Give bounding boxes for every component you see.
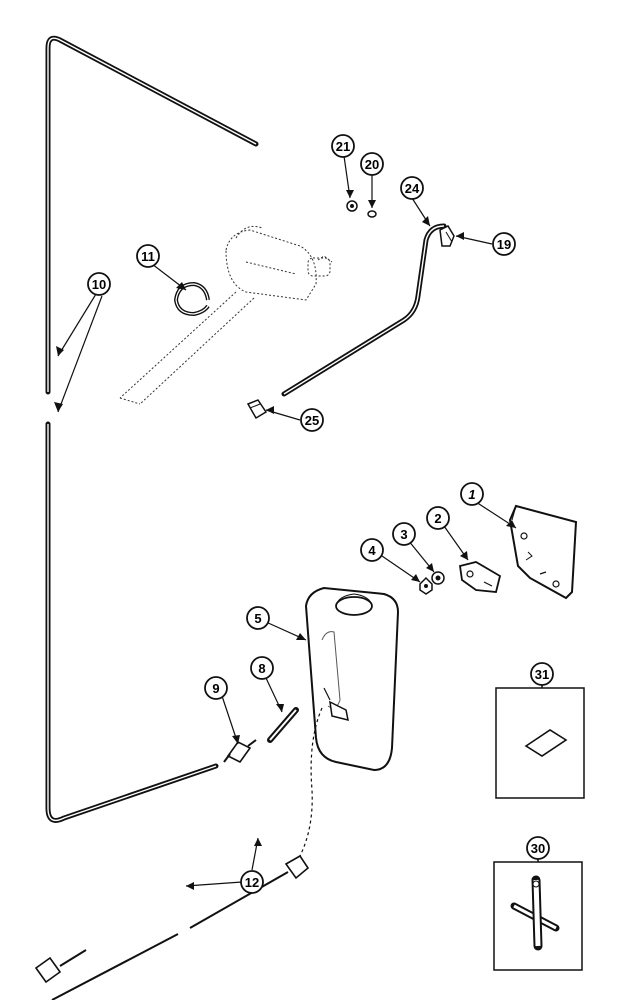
- clamp-ring-11: [173, 281, 210, 317]
- callout-2: 2: [426, 506, 450, 530]
- callout-2-label: 2: [434, 511, 441, 526]
- callout-4-label: 4: [368, 543, 376, 558]
- callout-4: 4: [360, 538, 384, 562]
- callout-30: 30: [526, 836, 550, 862]
- callout-19: 19: [492, 232, 516, 256]
- callout-3-label: 3: [400, 527, 407, 542]
- callout-8-label: 8: [258, 661, 265, 676]
- callout-24-label: 24: [405, 181, 420, 196]
- callout-21: 21: [331, 134, 355, 158]
- inset-31: [495, 687, 585, 799]
- callout-21-label: 21: [336, 139, 350, 154]
- hose-24: [281, 223, 447, 397]
- clip-bracket-2: [458, 561, 502, 593]
- tube-10-lower: [45, 421, 219, 823]
- nut-21: [346, 200, 358, 212]
- callout-11: 11: [136, 244, 160, 268]
- callout-19-label: 19: [497, 237, 511, 252]
- check-valve-9: [223, 739, 257, 764]
- callout-1-label: 1: [468, 487, 475, 502]
- callout-8: 8: [250, 656, 274, 680]
- callout-25-label: 25: [305, 413, 319, 428]
- washer-pump-phantom: [119, 225, 333, 405]
- harness-12: [34, 707, 323, 1000]
- washer-20: [367, 210, 377, 218]
- callout-9-label: 9: [212, 681, 219, 696]
- callout-5: 5: [246, 606, 270, 630]
- reservoir-5: [304, 586, 400, 772]
- callout-24: 24: [400, 176, 424, 200]
- callout-31-label: 31: [535, 667, 549, 682]
- callout-5-label: 5: [254, 611, 261, 626]
- callout-20-label: 20: [365, 157, 379, 172]
- elbow-fitting-19: [439, 225, 455, 247]
- callout-30-label: 30: [531, 841, 545, 856]
- callout-9: 9: [204, 676, 228, 700]
- washer-3: [431, 571, 445, 585]
- callout-12: 12: [240, 870, 264, 894]
- tube-10-upper: [45, 35, 259, 395]
- callout-31: 31: [530, 662, 554, 688]
- nut-4: [419, 576, 433, 595]
- callout-20: 20: [360, 152, 384, 176]
- arrowheads: [54, 190, 516, 890]
- callout-1: 1: [460, 482, 484, 506]
- callout-10-label: 10: [92, 277, 106, 292]
- callout-3: 3: [392, 522, 416, 546]
- callout-11-label: 11: [141, 249, 155, 264]
- hose-clip-25: [246, 399, 268, 420]
- hose-8: [267, 707, 299, 743]
- callout-25: 25: [300, 408, 324, 432]
- inset-30: [493, 861, 583, 971]
- callout-10: 10: [87, 272, 111, 296]
- bracket-plate-1: [508, 504, 578, 600]
- callout-12-label: 12: [245, 875, 259, 890]
